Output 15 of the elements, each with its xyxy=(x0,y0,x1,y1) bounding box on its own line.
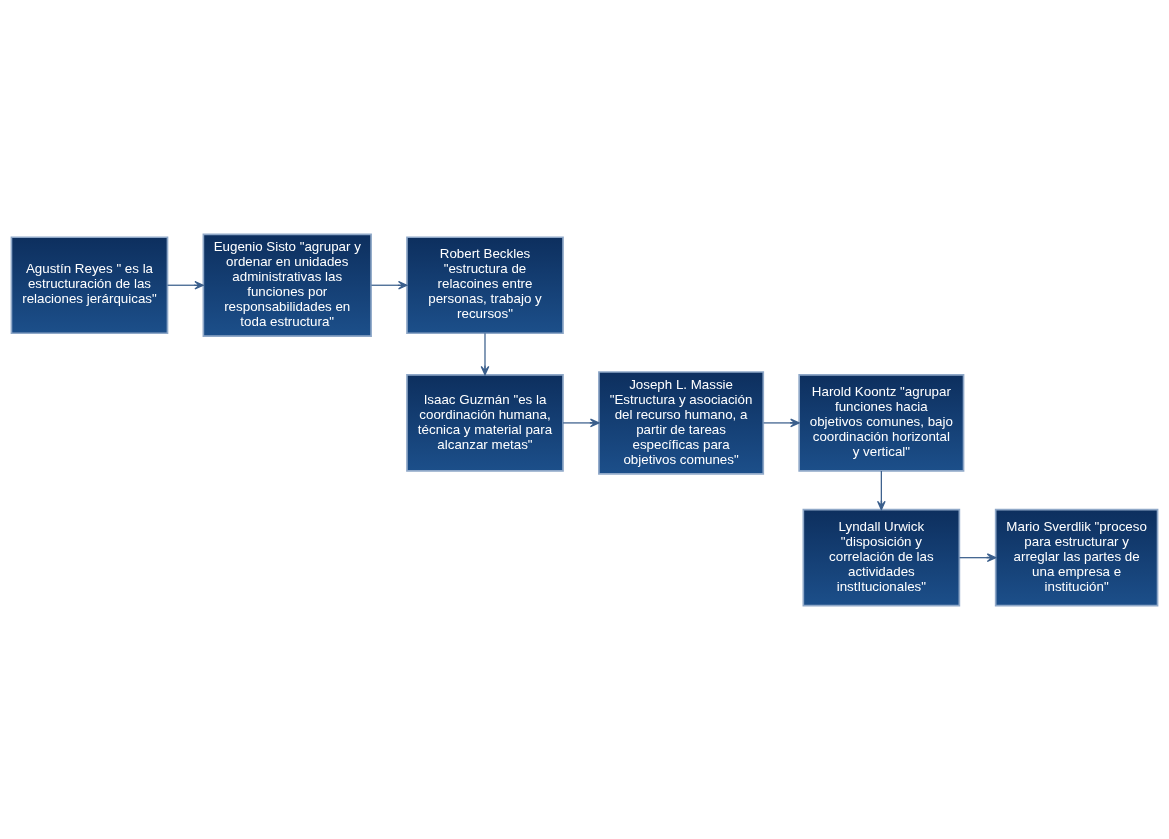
arrow xyxy=(166,280,204,290)
arrow xyxy=(370,280,408,290)
node-box: Mario Sverdlik "proceso para estructurar y arreglar las partes de una empresa e institución" xyxy=(994,508,1159,606)
node-box: Harold Koontz "agrupar funciones hacia objetivos comunes, bajo coordinación horizontal y vertical" xyxy=(798,373,965,472)
arrow xyxy=(958,552,997,562)
node-box: Eugenio Sisto "agrupar y ordenar en unidades administrativas las funciones por responsabilidades en toda estructura" xyxy=(202,233,372,337)
arrow xyxy=(876,469,886,510)
node-box: Agustín Reyes " es la estructuración de las relaciones jerárquicas" xyxy=(10,235,169,334)
node-box: Lyndall Urwick "disposición y correlación de las actividades instItucionales" xyxy=(802,508,961,606)
arrow xyxy=(763,418,800,427)
node-box: Joseph L. Massie "Estructura y asociación del recurso humano, a partir de tareas específicas para objetivos comunes" xyxy=(598,370,765,475)
node-box: Isaac Guzmán "es la coordinación humana, técnica y material para alcanzar metas" xyxy=(406,373,564,472)
arrow xyxy=(480,332,490,375)
node-box: Robert Beckles "estructura de relacoines entre personas, trabajo y recursos" xyxy=(406,235,564,334)
arrow xyxy=(562,418,600,427)
